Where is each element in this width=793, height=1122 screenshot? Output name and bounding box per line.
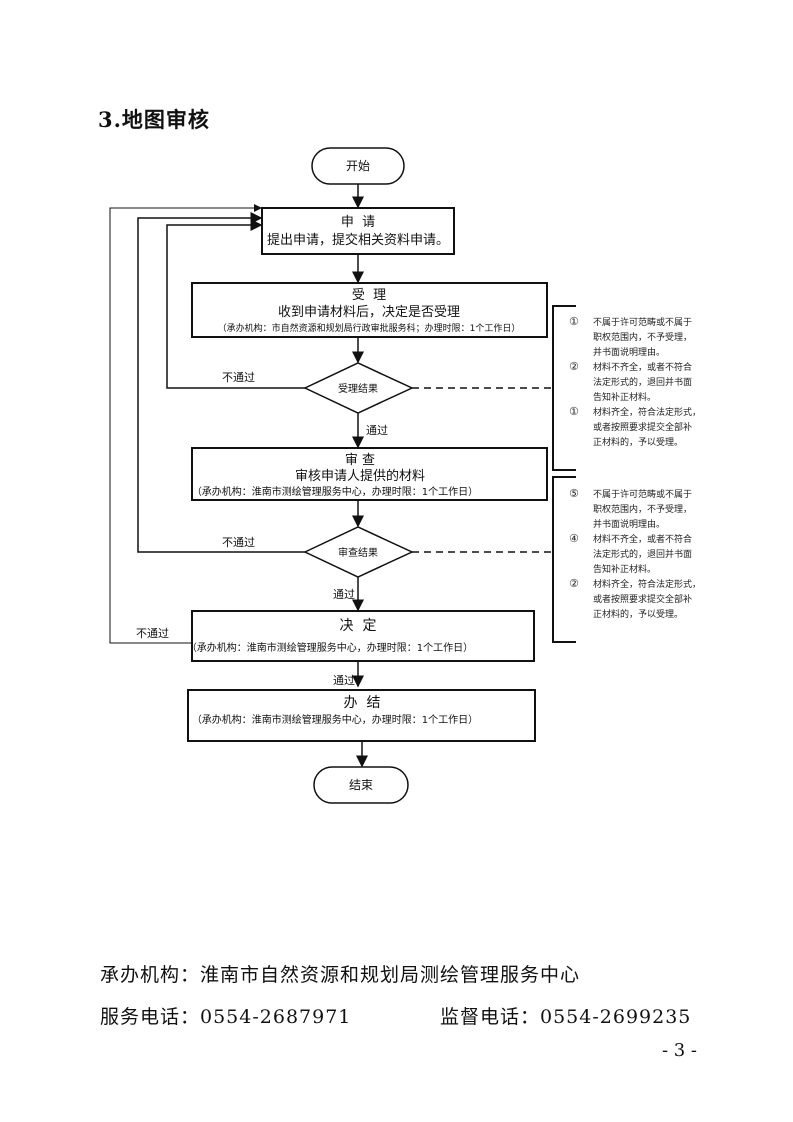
- accept-note: （承办机构：市自然资源和规划局行政审批服务科；办理时限：1个工作日）: [218, 322, 521, 334]
- accept-desc: 收到申请材料后，决定是否受理: [278, 305, 460, 320]
- note-line: 材料不齐全，或者不符合: [593, 533, 692, 545]
- note-line: 并书面说明理由。: [593, 346, 665, 358]
- complete-note: （承办机构：淮南市测绘管理服务中心，办理时限：1个工作日）: [192, 713, 478, 726]
- note-line: 告知补正材料。: [593, 563, 656, 575]
- page-number: - 3 -: [661, 1040, 697, 1061]
- note-marker: ①: [569, 405, 579, 418]
- section-title: 3.地图审核: [98, 107, 210, 132]
- end-label: 结束: [349, 778, 373, 792]
- accept-notes-bracket: [552, 305, 576, 471]
- note-line: 或者按照要求提交全部补: [593, 421, 692, 433]
- note-marker: ①: [569, 315, 579, 328]
- note-line: 告知补正材料。: [593, 391, 656, 403]
- accept-box: [191, 282, 548, 338]
- note-marker: ⑤: [569, 487, 579, 500]
- review-desc: 审核申请人提供的材料: [295, 468, 425, 484]
- complete-box: [187, 689, 536, 742]
- note-line: 不属于许可范畴或不属于: [593, 488, 692, 500]
- footer-agency: 承办机构：淮南市自然资源和规划局测绘管理服务中心: [100, 964, 581, 986]
- decide-pass-label: 通过: [333, 674, 355, 687]
- note-line: 不属于许可范畴或不属于: [593, 316, 692, 328]
- end-terminal: [313, 766, 409, 804]
- accept-title: 受 理: [352, 288, 386, 303]
- note-line: 法定形式的，退回并书面: [593, 548, 692, 560]
- note-marker: ④: [569, 532, 579, 545]
- note-marker: ②: [569, 360, 579, 373]
- footer-service-phone: 服务电话：0554-2687971: [100, 1006, 352, 1028]
- apply-title: 申 请: [341, 215, 375, 230]
- review-pass-label: 通过: [333, 588, 355, 601]
- start-label: 开始: [346, 159, 370, 173]
- note-line: 或者按照要求提交全部补: [593, 593, 692, 605]
- note-line: 材料齐全，符合法定形式，: [593, 406, 701, 418]
- accept-decision-label: 受理结果: [338, 382, 378, 395]
- review-notes-bracket: [552, 476, 576, 643]
- review-title: 审 查: [345, 453, 375, 468]
- note-line: 正材料的，予以受理。: [593, 608, 683, 620]
- complete-title: 办 结: [344, 695, 381, 711]
- decide-title: 决 定: [340, 618, 377, 634]
- decide-box: [191, 610, 535, 662]
- note-marker: ②: [569, 577, 579, 590]
- decide-fail-label: 不通过: [136, 627, 169, 640]
- footer-supervise-phone: 监督电话：0554-2699235: [440, 1006, 692, 1028]
- review-decision-label: 审查结果: [338, 546, 378, 559]
- apply-desc: 提出申请，提交相关资料申请。: [267, 232, 449, 248]
- review-box: [191, 447, 548, 501]
- decide-note: （承办机构：淮南市测绘管理服务中心，办理时限：1个工作日）: [187, 641, 473, 654]
- note-line: 材料齐全，符合法定形式，: [593, 578, 701, 590]
- note-line: 正材料的，予以受理。: [593, 436, 683, 448]
- review-fail-label: 不通过: [222, 536, 255, 549]
- note-line: 法定形式的，退回并书面: [593, 376, 692, 388]
- accept-pass-label: 通过: [366, 424, 388, 437]
- accept-fail-label: 不通过: [222, 371, 255, 384]
- note-line: 职权范围内，不予受理，: [593, 331, 692, 343]
- review-note: （承办机构：淮南市测绘管理服务中心，办理时限：1个工作日）: [192, 485, 478, 498]
- note-line: 并书面说明理由。: [593, 518, 665, 530]
- note-line: 职权范围内，不予受理，: [593, 503, 692, 515]
- note-line: 材料不齐全，或者不符合: [593, 361, 692, 373]
